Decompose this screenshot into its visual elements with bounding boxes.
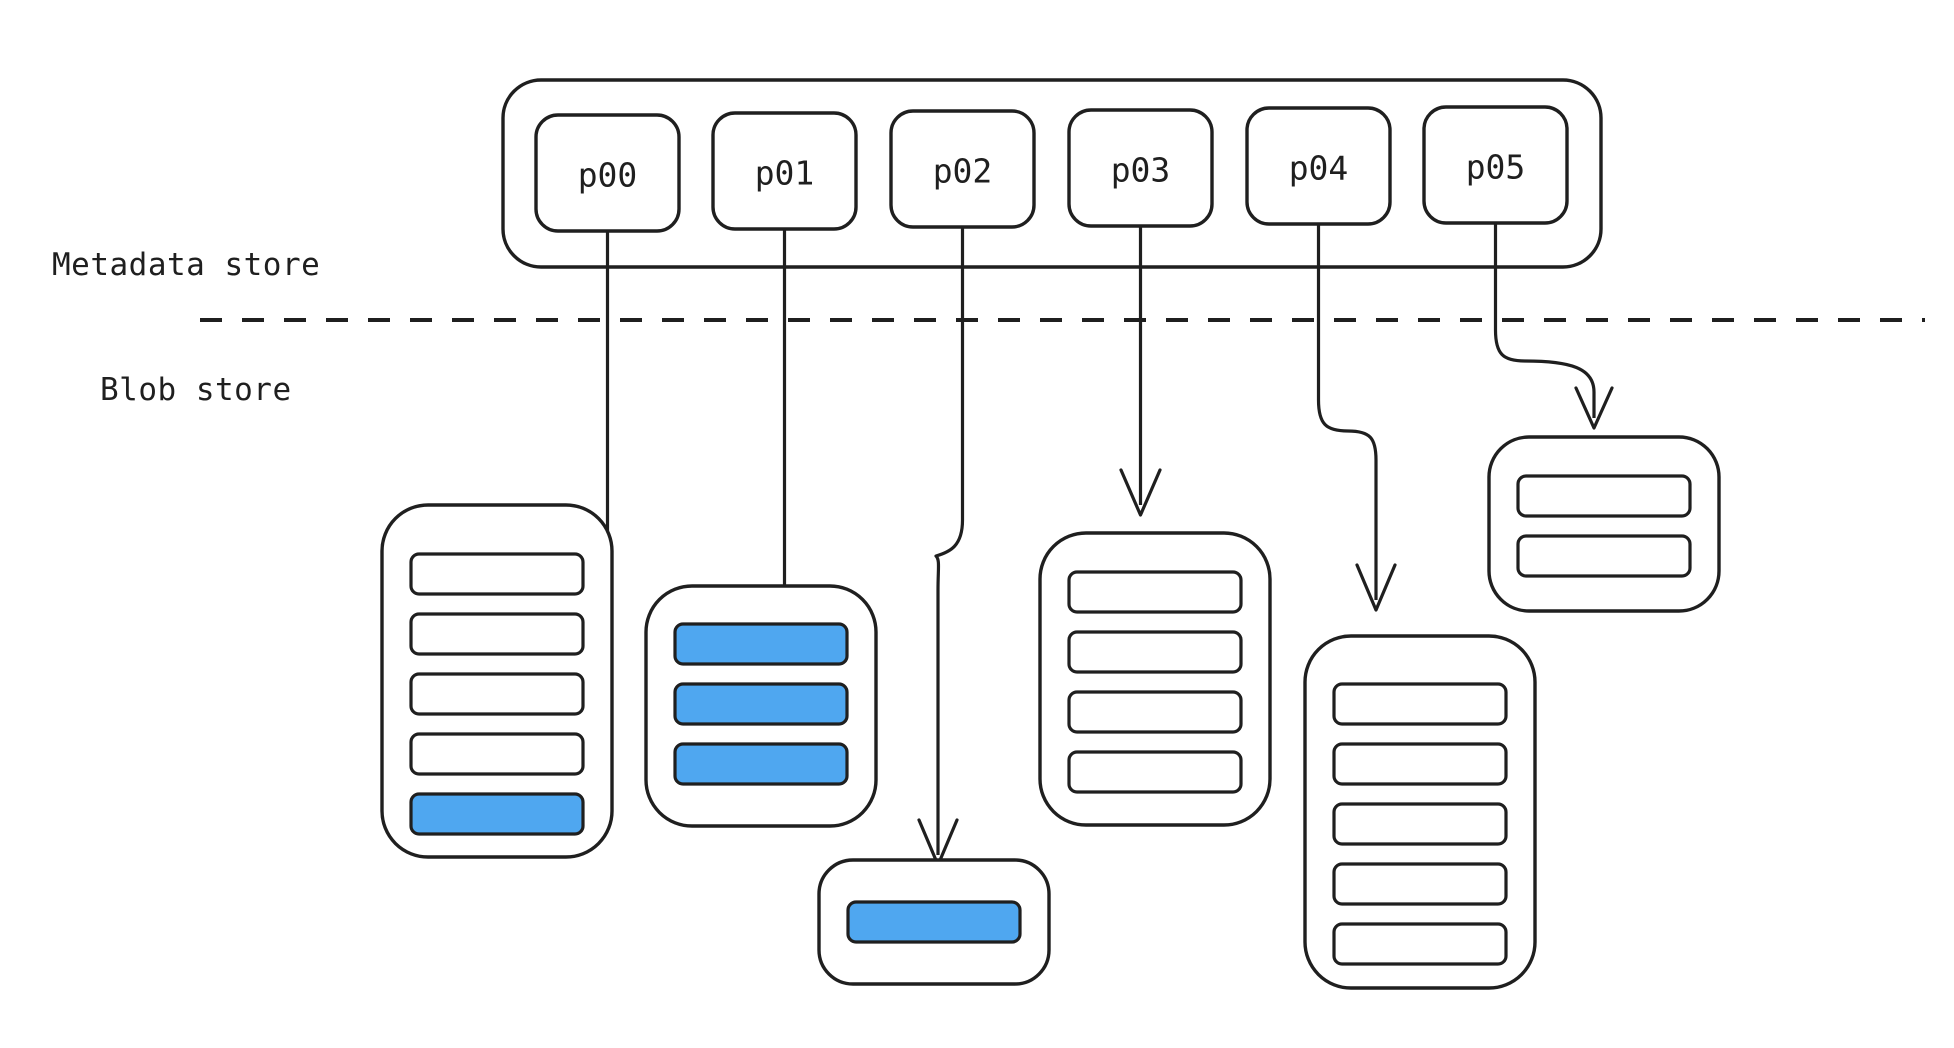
partition-group: p00 p01 p02 p03 p04 p05 [534, 105, 1569, 233]
connector-p02-to-blob-2 [917, 227, 965, 867]
blob-1[interactable] [644, 584, 878, 828]
blob-4-row-2 [1332, 802, 1508, 846]
blob-4-row-0 [1332, 682, 1508, 726]
arrowhead-p03 [1119, 468, 1162, 517]
blob-4-row-3 [1332, 862, 1508, 906]
connector-p03-to-blob-3 [1119, 226, 1162, 517]
blob-3-row-1 [1067, 630, 1243, 674]
blob-3-row-0 [1067, 570, 1243, 614]
blob-4[interactable] [1303, 634, 1537, 990]
blob-3[interactable] [1038, 531, 1272, 827]
blob-2-row-0-highlight [846, 900, 1022, 944]
partition-p00[interactable]: p00 [534, 113, 681, 233]
partition-label-p01: p01 [755, 154, 815, 193]
partition-label-p02: p02 [933, 152, 993, 191]
blob-4-row-4 [1332, 922, 1508, 966]
blob-3-row-2 [1067, 690, 1243, 734]
blob-0-row-3 [409, 732, 585, 776]
partition-label-p05: p05 [1466, 148, 1526, 187]
blob-1-row-2-highlight [673, 742, 849, 786]
blob-4-row-1 [1332, 742, 1508, 786]
blob-1-row-1-highlight [673, 682, 849, 726]
blob-1-row-0-highlight [673, 622, 849, 666]
partition-label-p04: p04 [1289, 149, 1349, 188]
blob-0-row-4-highlight [409, 792, 585, 836]
blob-5-row-0 [1516, 474, 1692, 518]
blob-5-shell[interactable] [1487, 435, 1721, 613]
partition-p02[interactable]: p02 [889, 109, 1036, 229]
blob-0-row-2 [409, 672, 585, 716]
blob-2[interactable] [817, 858, 1051, 986]
blob-0[interactable] [380, 503, 614, 859]
partition-label-p00: p00 [578, 156, 638, 195]
arrowhead-p04 [1355, 563, 1397, 612]
blob-0-row-0 [409, 552, 585, 596]
partition-label-p03: p03 [1111, 151, 1171, 190]
partition-p05[interactable]: p05 [1422, 105, 1569, 225]
partition-p01[interactable]: p01 [711, 111, 858, 231]
metadata-store-label: Metadata store [52, 247, 320, 283]
blob-5-row-1 [1516, 534, 1692, 578]
partition-p04[interactable]: p04 [1245, 106, 1392, 226]
connector-p04-to-blob-4 [1316, 224, 1397, 612]
connector-p05-to-blob-5 [1493, 223, 1614, 430]
blob-store-label: Blob store [100, 372, 292, 408]
blob-5[interactable] [1487, 435, 1721, 613]
blob-0-row-1 [409, 612, 585, 656]
partition-p03[interactable]: p03 [1067, 108, 1214, 228]
blob-3-row-3 [1067, 750, 1243, 794]
arrowhead-p05 [1574, 386, 1614, 430]
